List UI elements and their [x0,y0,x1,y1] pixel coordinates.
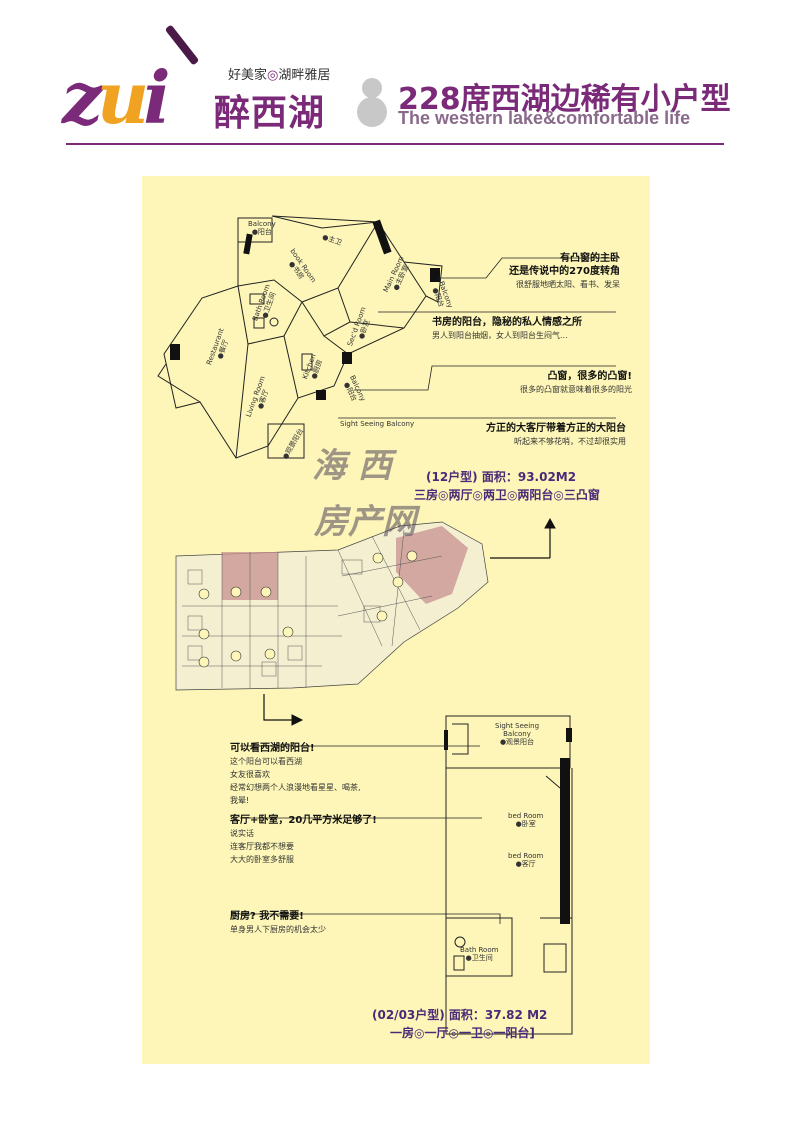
watermark-line1: 海 西 [312,446,392,486]
page-title: 228席西湖边稀有小户型 [398,82,731,117]
unit02-thick-walls [444,728,572,924]
room02-bath: Bath Room●卫生间 [460,946,498,962]
room02-bedroom: bed Room●卧室 [508,812,543,828]
unit12-thick-walls [170,219,440,400]
note-master-bedroom: 有凸窗的主卧 还是传说中的270度转角 很舒服地晒太阳、看书、发呆 [502,252,620,291]
note-bay-windows: 凸窗，很多的凸窗! 很多的凸窗就意味着很多的阳光 [482,370,632,396]
note-line: 女友很喜欢 [230,770,270,779]
room-en: Bath Room [460,946,499,954]
header-divider [66,143,724,145]
room-cn: ●卧室 [515,820,536,828]
watermark-line2: 房产网 [314,502,416,542]
arrow-right-icon [263,694,304,726]
unit02-floorplan [445,715,573,1035]
room-cn: ●卫生间 [465,954,493,962]
unit12-leaders [338,257,616,419]
room-sightseeing: Sight Seeing Balcony [340,420,415,428]
brochure-panel: Balcony●阳台 book Room●书房 ●主卫 Main Room●主卧… [142,176,650,1064]
note02-kitchen: 厨房? 我不需要! 单身男人下厨房的机会太少 [230,910,430,936]
room-en: Sight Seeing Balcony [494,722,540,738]
note-line2: 还是传说中的270度转角 [509,266,620,277]
logo-letter-i: i [143,55,170,140]
note-head: 可以看西湖的阳台! [230,743,315,754]
note-head: 方正的大客厅带着方正的大阳台 [486,423,626,434]
logo-chinese-name: 醉西湖 [214,93,326,134]
unit12-summary: 三房◎两厅◎两卫◎两阳台◎三凸窗 [414,488,600,502]
note-head: 有凸窗的主卧 [560,253,620,264]
note-line: 说实话 [230,829,254,838]
room02-living: bed Room●客厅 [508,852,543,868]
note-line: 这个阳台可以看西湖 [230,757,302,766]
unit12-floorplan [157,215,443,459]
room-en: Balcony [248,220,276,228]
room-balcony-top: Balcony●阳台 [248,220,276,236]
ampersand-icon [357,78,387,127]
room-en: bed Room [508,852,544,860]
unit02-leaders [240,745,501,924]
note02-living-bedroom: 客厅+卧室，20几平方米足够了! 说实话 连客厅我都不想要 大大的卧室多舒服 [230,814,430,866]
room-cn: ●观景阳台 [499,738,535,746]
header: zui 好美家◎湖畔雅居 醉西湖 228席西湖边稀有小户型 The wester… [0,0,800,150]
arrow-up-icon [490,517,556,559]
note-detail: 听起来不够花哨，不过却很实用 [514,437,626,446]
floor-plans-drawing [157,215,616,1035]
site-plan-unit-markers [198,550,418,668]
unit02-area: (02/03户型) 面积：37.82 M2 [372,1008,548,1022]
room-cn: ●客厅 [515,860,536,868]
note-living-room: 方正的大客厅带着方正的大阳台 听起来不够花哨，不过却很实用 [446,422,626,448]
note-detail: 很舒服地晒太阳、看书、发呆 [516,280,620,289]
note-study-balcony: 书房的阳台，隐秘的私人情感之所 男人到阳台抽烟，女人到阳台生闷气... [432,316,632,342]
note-line: 单身男人下厨房的机会太少 [230,925,326,934]
site-plan-grid [182,529,443,688]
note-line: 连客厅我都不想要 [230,842,294,851]
note-detail: 很多的凸窗就意味着很多的阳光 [520,385,632,394]
logo-slash-mark [164,24,200,66]
room-cn: ●阳台 [251,228,272,236]
logo-tagline: 好美家◎湖畔雅居 [228,64,330,83]
logo-letter-u: u [96,55,149,140]
unit12-area: (12户型) 面积：93.02M2 [426,470,577,484]
page-subtitle: The western lake&comfortable life [398,108,691,128]
note-line: 经常幻想两个人浪漫地看星星、喝茶, [230,783,361,792]
logo-letter-z: z [62,55,103,140]
tagline-right: 湖畔雅居 [278,68,331,83]
tagline-sep: ◎ [267,68,279,83]
note-head: 客厅+卧室，20几平方米足够了! [230,815,377,826]
tagline-left: 好美家 [228,68,268,83]
note-head: 凸窗，很多的凸窗! [547,371,632,382]
note-line: 大大的卧室多舒服 [230,855,294,864]
note02-balcony: 可以看西湖的阳台! 这个阳台可以看西湖 女友很喜欢 经常幻想两个人浪漫地看星星、… [230,742,430,807]
room-en: bed Room [508,812,544,820]
note-head: 书房的阳台，隐秘的私人情感之所 [432,317,582,328]
room02-sightseeing: Sight Seeing Balcony●观景阳台 [482,722,552,746]
unit02-summary: 一房◎一厅◎一卫◎一阳台] [390,1026,535,1040]
note-detail: 男人到阳台抽烟，女人到阳台生闷气... [432,331,568,340]
note-line: 我晕! [230,796,250,805]
logo-zui: zui [62,62,171,134]
note-head: 厨房? 我不需要! [230,911,304,922]
